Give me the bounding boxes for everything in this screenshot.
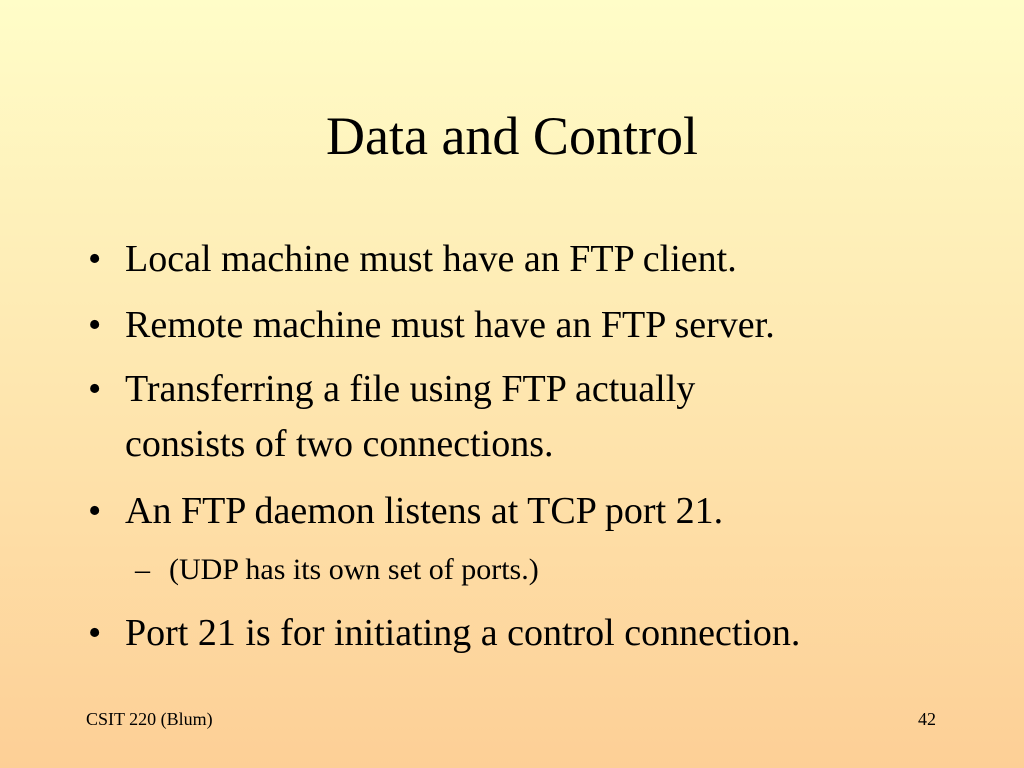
bullet-item: • Port 21 is for initiating a control co… (88, 606, 948, 661)
bullet-marker: • (88, 612, 102, 654)
footer-page-number: 42 (918, 709, 936, 729)
bullet-item: • An FTP daemon listens at TCP port 21. (88, 484, 948, 539)
bullet-marker: • (88, 238, 102, 280)
footer-course-label: CSIT 220 (Blum) (86, 709, 213, 729)
bullet-text: Port 21 is for initiating a control conn… (125, 612, 801, 654)
bullet-marker: • (88, 490, 102, 532)
bullet-marker: • (88, 304, 102, 346)
bullet-text: Transferring a file using FTP actually c… (125, 368, 696, 465)
bullet-text: Remote machine must have an FTP server. (125, 304, 775, 346)
bullet-text: Local machine must have an FTP client. (125, 238, 737, 280)
sub-bullet-item: – (UDP has its own set of ports.) (135, 550, 935, 590)
bullet-item: • Remote machine must have an FTP server… (88, 298, 948, 353)
bullet-text: An FTP daemon listens at TCP port 21. (125, 490, 724, 532)
slide-title: Data and Control (326, 106, 698, 166)
sub-bullet-marker: – (135, 553, 150, 586)
bullet-item: • Local machine must have an FTP client. (88, 232, 948, 287)
bullet-item: • Transferring a file using FTP actually… (88, 362, 948, 472)
bullet-marker: • (88, 368, 102, 410)
sub-bullet-text: (UDP has its own set of ports.) (169, 553, 539, 586)
